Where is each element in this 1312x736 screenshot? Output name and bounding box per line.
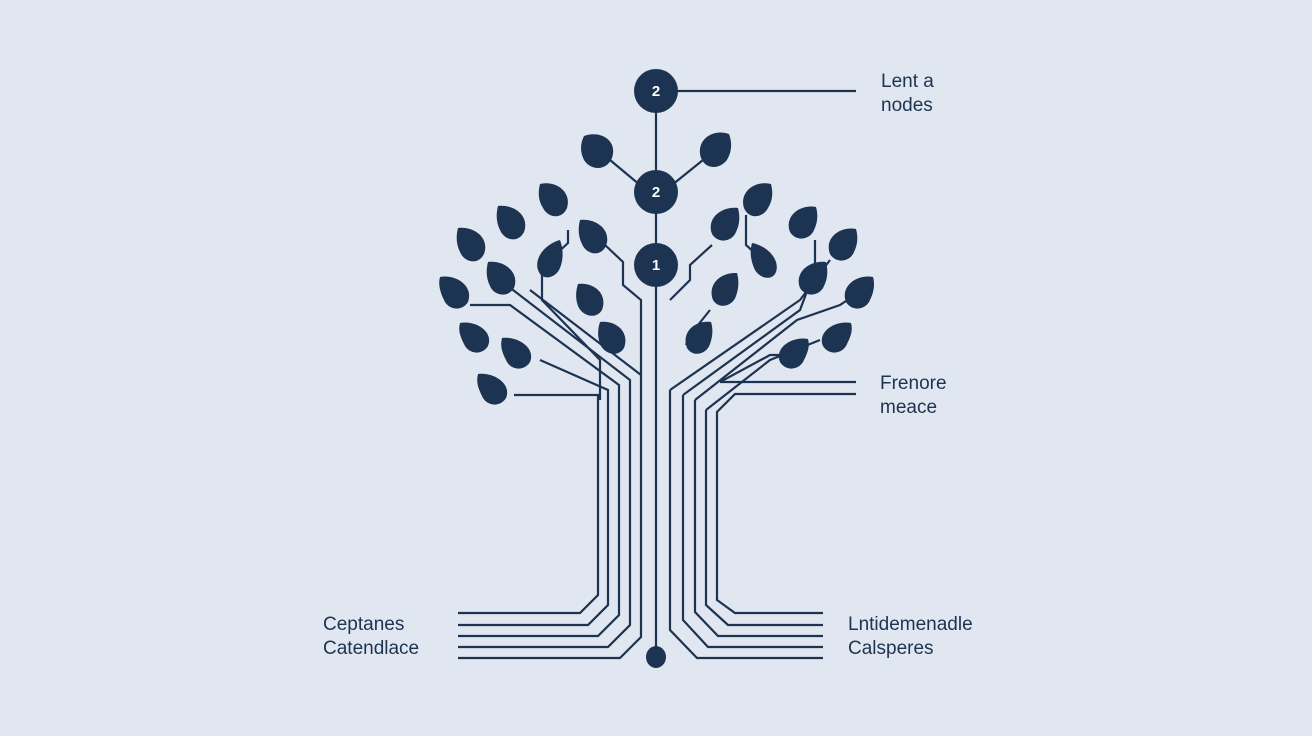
label-bottom-right-line1: Lntidemenadle bbox=[848, 614, 973, 635]
node-middle-label: 2 bbox=[652, 184, 660, 201]
leaf-icon bbox=[821, 322, 852, 353]
leaf-icon bbox=[578, 219, 608, 254]
node-lower: 1 bbox=[634, 243, 678, 287]
leaf-icon bbox=[788, 206, 818, 239]
trunk-terminal-dot bbox=[646, 646, 666, 668]
label-bottom-left-line2: Catendlace bbox=[323, 638, 420, 659]
leaf-icon bbox=[743, 183, 773, 217]
trace-right-4 bbox=[693, 400, 823, 638]
label-middle-right: Frenore meace bbox=[880, 372, 947, 420]
trace-right-12 bbox=[669, 244, 713, 301]
leaf-icon bbox=[711, 272, 739, 306]
node-top-label: 2 bbox=[652, 83, 660, 100]
leaf-icon bbox=[477, 373, 508, 405]
label-middle-right-line1: Frenore bbox=[880, 373, 947, 394]
leaf-icon bbox=[828, 228, 858, 261]
label-bottom-left: Ceptanes Catendlace bbox=[323, 613, 419, 661]
leaf-icon bbox=[537, 240, 563, 278]
trace-left-6 bbox=[540, 264, 602, 400]
node-top: 2 bbox=[634, 69, 678, 113]
leaf-icon bbox=[844, 276, 874, 309]
leaf-icon bbox=[581, 134, 614, 168]
trace-left-2 bbox=[458, 358, 610, 627]
trace-left-1 bbox=[458, 393, 600, 615]
leaf-icon bbox=[439, 276, 470, 309]
leaf-icon bbox=[459, 322, 490, 353]
label-top-right-line1: Lent a bbox=[881, 71, 934, 92]
leaf-icon bbox=[750, 243, 777, 278]
leaf-icon bbox=[710, 207, 740, 241]
trace-left-3 bbox=[458, 303, 621, 638]
label-top-right-line2: nodes bbox=[881, 95, 933, 116]
node-lower-label: 1 bbox=[652, 257, 660, 274]
label-top-right: Lent a nodes bbox=[881, 70, 934, 118]
leaf-icon bbox=[778, 338, 809, 369]
label-bottom-right-line2: Calsperes bbox=[848, 638, 934, 659]
trace-right-6 bbox=[668, 390, 823, 660]
label-bottom-right: Lntidemenadle Calsperes bbox=[848, 613, 973, 661]
leaf-icon bbox=[456, 227, 486, 262]
leaf-icon bbox=[798, 261, 828, 295]
trace-right-3 bbox=[704, 410, 823, 627]
leaves bbox=[439, 132, 874, 405]
label-middle-right-line2: meace bbox=[880, 397, 938, 418]
trace-right-2 bbox=[715, 392, 856, 615]
trace-right-5 bbox=[681, 395, 823, 649]
branch-top-left bbox=[609, 159, 641, 186]
leaf-icon bbox=[496, 205, 526, 240]
branch-top-right bbox=[671, 159, 704, 186]
leaf-icon bbox=[501, 337, 532, 369]
leaf-icon bbox=[598, 321, 626, 354]
trace-left-8 bbox=[604, 244, 643, 375]
leaf-icon bbox=[538, 183, 568, 217]
node-middle: 2 bbox=[634, 170, 678, 214]
label-bottom-left-line1: Ceptanes bbox=[323, 614, 405, 635]
leaf-icon bbox=[699, 132, 732, 168]
leaf-icon bbox=[685, 321, 713, 354]
leaf-icon bbox=[486, 261, 516, 295]
leaf-icon bbox=[576, 283, 604, 316]
